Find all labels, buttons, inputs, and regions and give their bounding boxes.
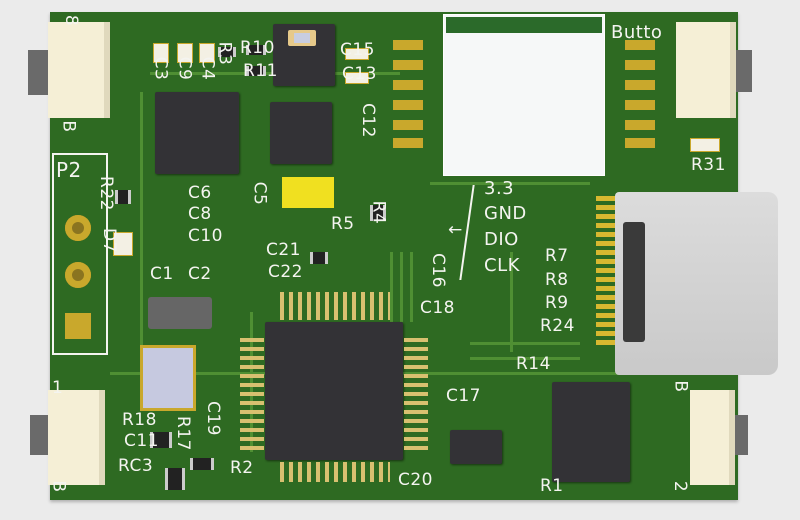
tactile-switch-top-right[interactable] — [676, 22, 736, 118]
qfp-microcontroller — [265, 322, 403, 460]
label: R22 — [95, 176, 116, 211]
switch-knob — [736, 50, 752, 92]
label: C17 — [446, 386, 482, 406]
label: R9 — [545, 293, 569, 313]
label: C22 — [268, 262, 304, 282]
label: R11 — [243, 61, 278, 81]
pin-label-3v3: 3.3 — [484, 178, 515, 199]
label: RC3 — [118, 456, 154, 476]
label: 8 — [61, 14, 82, 27]
button-label: Butto — [611, 22, 663, 43]
crystal-oscillator — [140, 345, 196, 411]
label: R4 — [368, 200, 389, 225]
sensor-chip — [273, 24, 335, 86]
label: R7 — [545, 246, 569, 266]
label: 1 — [52, 378, 64, 398]
display-module — [443, 14, 605, 176]
label: C2 — [188, 264, 212, 284]
label: C19 — [203, 400, 224, 437]
tantalum-capacitor — [282, 177, 334, 208]
label: C10 — [188, 226, 224, 246]
label: D7 — [98, 228, 119, 253]
label: C16 — [428, 252, 449, 289]
switch-knob — [735, 415, 748, 455]
label: C13 — [342, 64, 378, 84]
tactile-switch-bottom-left[interactable] — [48, 390, 105, 485]
label: R24 — [540, 316, 575, 336]
arrow-left-icon: ← — [448, 220, 463, 240]
label: 2 — [670, 480, 691, 493]
qfn-chip-small — [270, 102, 332, 164]
label: B — [58, 120, 79, 133]
label: C21 — [266, 240, 302, 260]
label: C3 — [150, 56, 171, 81]
header-pin-1 — [65, 313, 91, 339]
tactile-switch-top-left[interactable] — [48, 22, 110, 118]
switch-knob — [30, 415, 48, 455]
label: R31 — [691, 155, 726, 175]
header-p2-outline — [52, 153, 108, 355]
header-pin — [65, 215, 91, 241]
pin-label-dio: DIO — [484, 229, 519, 250]
label: R18 — [122, 410, 157, 430]
pin-label-clk: CLK — [484, 255, 520, 276]
label: C1 — [150, 264, 174, 284]
label: C4 — [197, 56, 218, 81]
qfn-chip — [155, 92, 239, 174]
label: C20 — [398, 470, 434, 490]
label: B — [48, 480, 69, 493]
label: C6 — [188, 183, 212, 203]
connector-label-p2: P2 — [56, 158, 82, 182]
tactile-switch-bottom-right[interactable] — [690, 390, 735, 485]
label: B — [670, 380, 691, 393]
label: C8 — [188, 204, 212, 224]
label: C15 — [340, 40, 376, 60]
switch-knob — [28, 50, 48, 95]
label: C9 — [174, 56, 195, 81]
label: R3 — [214, 41, 235, 66]
usb-c-connector[interactable] — [615, 192, 778, 375]
label: R8 — [545, 270, 569, 290]
sot-regulator — [450, 430, 502, 464]
header-pin — [65, 262, 91, 288]
label: R14 — [516, 354, 551, 374]
soic-chip — [552, 382, 630, 482]
pin-label-gnd: GND — [484, 203, 527, 224]
crystal — [148, 297, 212, 329]
label: R1 — [540, 476, 564, 496]
label: R17 — [172, 416, 193, 451]
label: R10 — [240, 38, 275, 58]
label: R2 — [230, 458, 254, 478]
label: C18 — [420, 298, 456, 318]
label: C5 — [249, 181, 270, 206]
label: C11 — [124, 431, 160, 451]
label: C12 — [358, 102, 379, 139]
label: R5 — [331, 214, 355, 234]
